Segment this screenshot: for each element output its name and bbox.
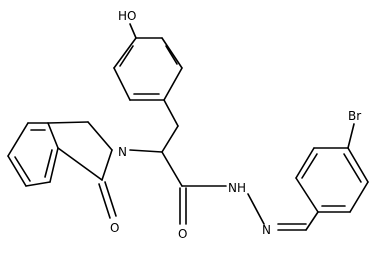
ring-carbonyl-oxygen-label: O (110, 221, 119, 235)
bromophenyl-ring (295, 147, 369, 213)
isoindolinone (7, 121, 117, 219)
bond-nh-to-n (247, 193, 265, 225)
bond-ch2-to-ch (161, 125, 179, 153)
bond-ring-to-oh (129, 23, 137, 39)
hydrazide-nh-label: NH (228, 181, 246, 195)
bond-ring-to-br (347, 123, 355, 149)
phenol-ring (113, 37, 183, 101)
amide-oxygen-label: O (178, 227, 187, 241)
bond-ring-to-ch2 (163, 99, 179, 127)
hydroxyl-label: HO (118, 9, 136, 23)
bond-ch-to-ring (305, 211, 319, 231)
imine-nitrogen-label: N (262, 223, 271, 237)
bond-n-to-ch (129, 149, 163, 153)
bromine-label: Br (348, 109, 361, 123)
ring-nitrogen-label: N (118, 145, 127, 159)
bond-ch-to-carbonyl (161, 151, 183, 187)
